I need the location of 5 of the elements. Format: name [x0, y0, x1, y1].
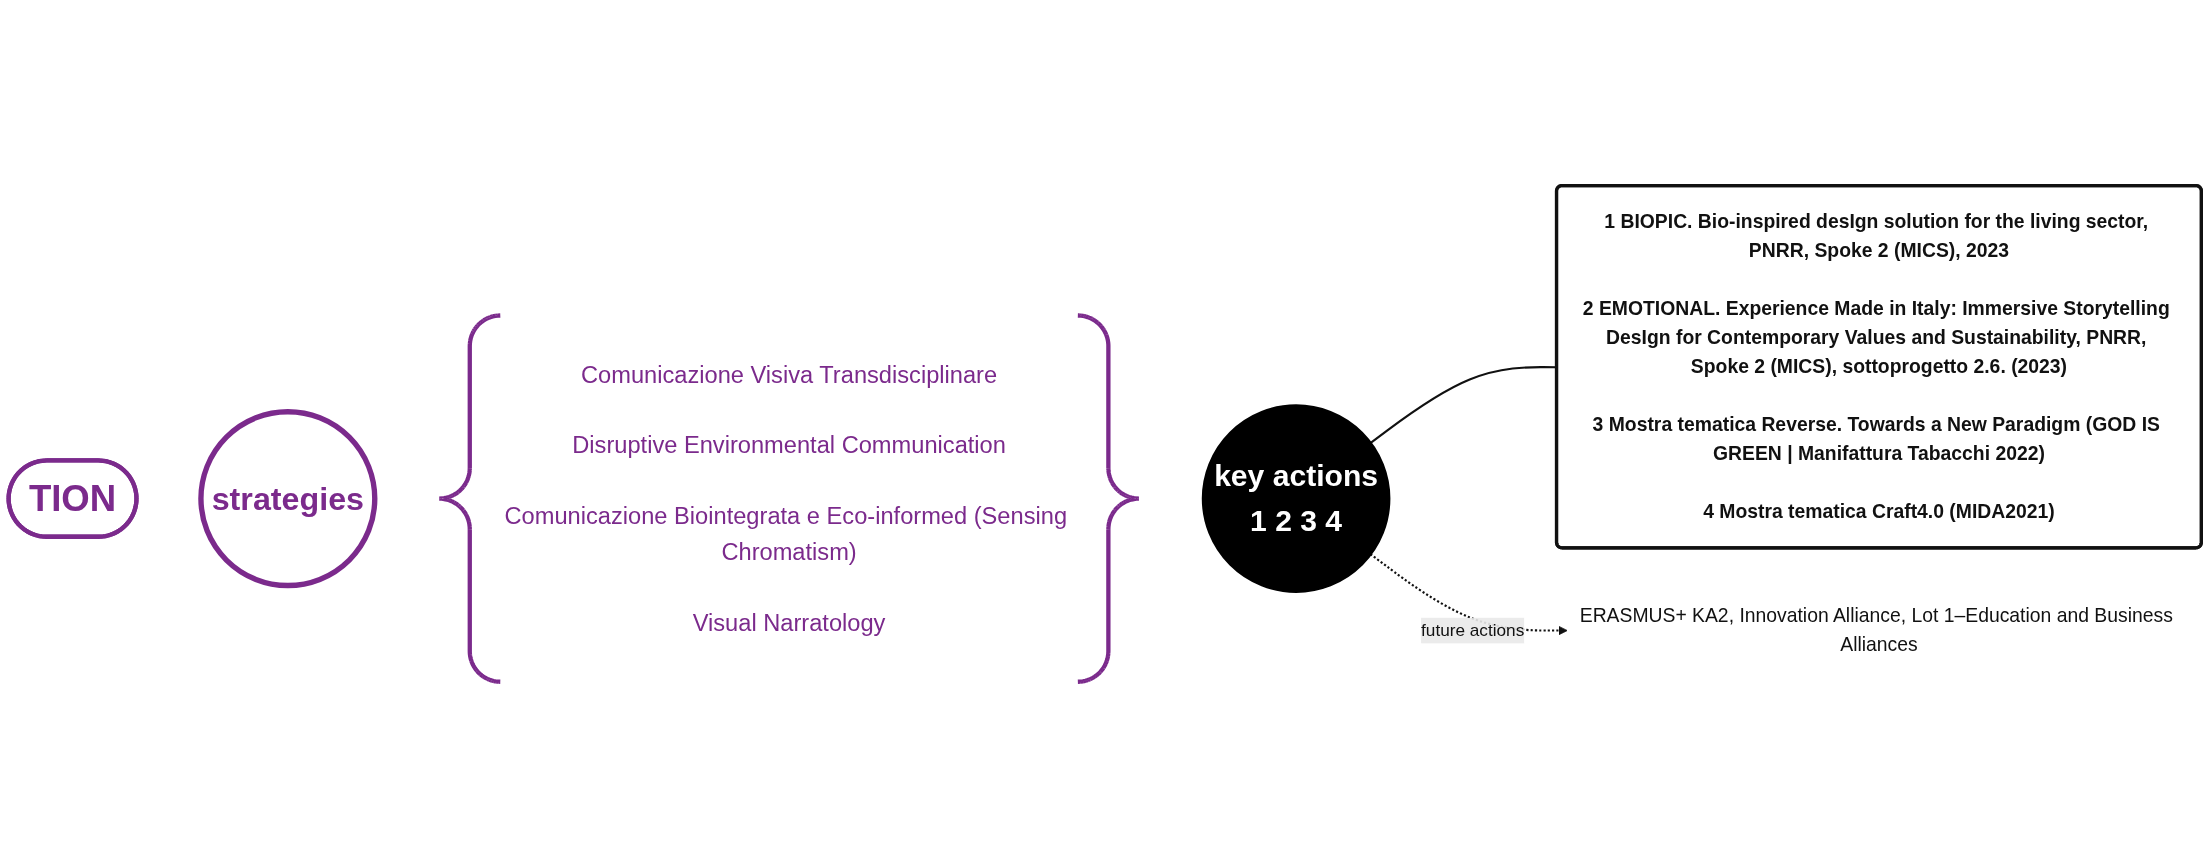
node-text: ERASMUS+ KA2, Innovation Alliance, Lot 1–Education and Business Alliances	[1579, 604, 2173, 656]
edge-label: future actions	[1421, 620, 1525, 639]
node-circle: strategies	[198, 408, 378, 589]
node-circle: key actions 1 2 3 4	[1201, 404, 1391, 593]
node-text: Comunicazione Visiva Transdisciplinare Disruptive Environmental Communication Comunicazione Biointegrata e Eco-informed (Sensing Chromatism) Visual Narratology	[504, 360, 1068, 637]
